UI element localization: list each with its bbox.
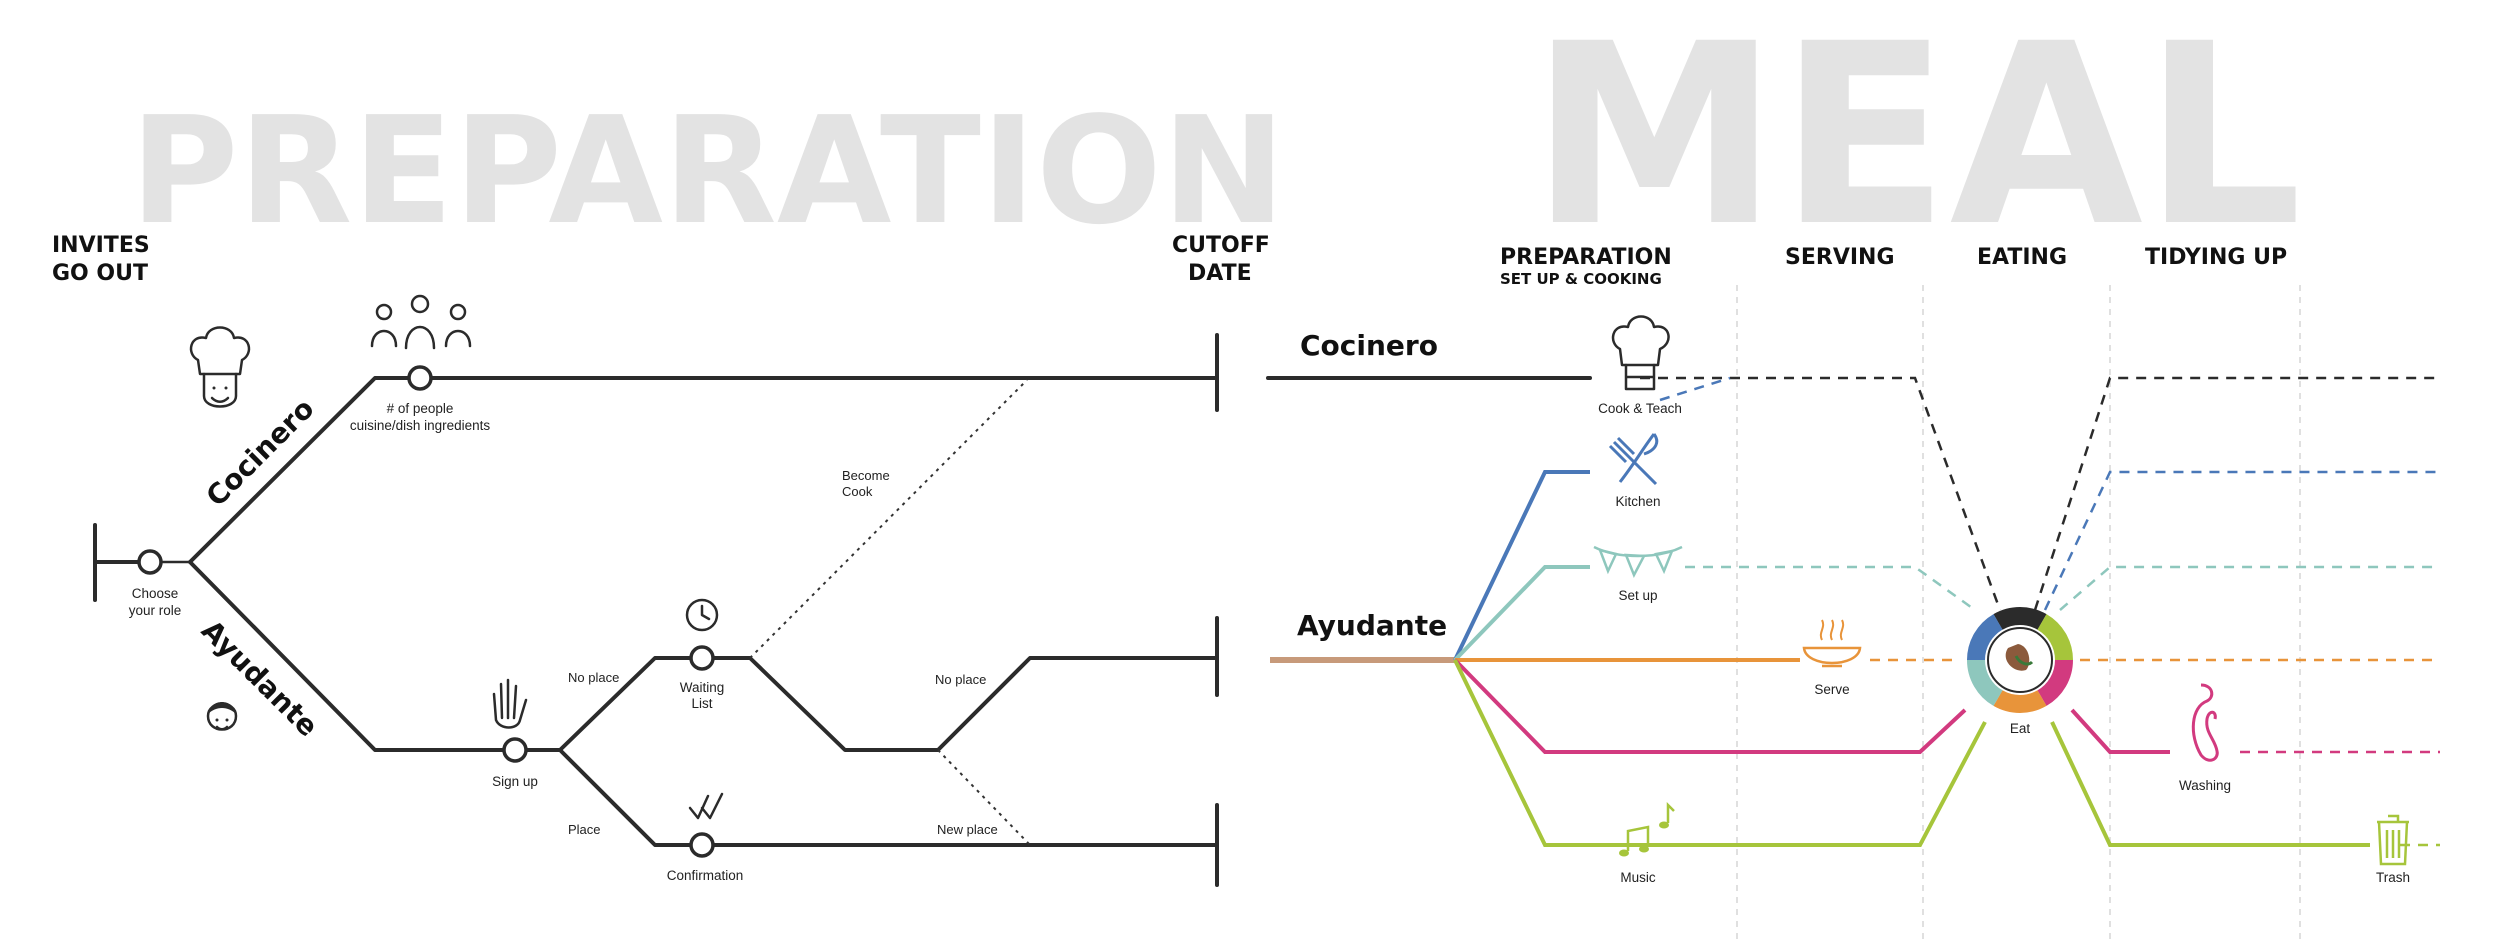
- cutoff-label-line2: DATE: [1188, 261, 1252, 286]
- become-cook-label-line2: Cook: [842, 484, 873, 499]
- cocinero-dashed-tidy: [2033, 376, 2440, 611]
- music-path: [1453, 659, 1987, 847]
- meal-flow: PREPARATION SET UP & COOKING SERVING EAT…: [1266, 245, 2440, 945]
- place-label: Place: [568, 822, 601, 837]
- place-path: [558, 748, 1219, 847]
- become-cook-label-line1: Become: [842, 468, 890, 483]
- confirmation-node: [689, 832, 715, 858]
- no-place-label-1: No place: [568, 670, 619, 685]
- confirmation-label: Confirmation: [667, 868, 744, 883]
- clock-icon: [685, 598, 719, 632]
- choose-label-line2: your role: [129, 603, 182, 618]
- meal-wheel-icon: [1967, 607, 2073, 713]
- people-label-line2: cuisine/dish ingredients: [350, 418, 491, 433]
- become-cook-path: [749, 379, 1028, 659]
- waiting-label-line1: Waiting: [680, 680, 725, 695]
- hand-icon: [492, 678, 528, 729]
- sign-up-node: [502, 737, 528, 763]
- setup-tidy-dashed: [2059, 565, 2440, 611]
- phase-preparation-sub: SET UP & COOKING: [1500, 270, 1662, 288]
- setup-to-eat-dashed: [1685, 565, 1976, 612]
- waiting-label-line2: List: [691, 696, 712, 711]
- eat-label: Eat: [2010, 721, 2031, 736]
- cutoff-label-line1: CUTOFF: [1172, 233, 1270, 258]
- kitchen-path: [1453, 470, 1590, 661]
- choose-label-line1: Choose: [132, 586, 179, 601]
- music-label: Music: [1620, 870, 1656, 885]
- kitchen-tidy-dashed: [2043, 470, 2440, 611]
- new-place-label: New place: [937, 822, 998, 837]
- washing-tidy-path: [2070, 708, 2170, 754]
- cocinero-node: [407, 365, 433, 391]
- choose-role-node: [137, 549, 163, 575]
- kitchen-to-cook-dashed: [1659, 376, 1731, 402]
- trash-can-icon: [2377, 814, 2409, 866]
- cook-teach-label: Cook & Teach: [1598, 401, 1682, 416]
- people-label-line1: # of people: [387, 401, 454, 416]
- waiting-list-node: [689, 645, 715, 671]
- no-place-label-2: No place: [935, 672, 986, 687]
- phase-serving: SERVING: [1785, 245, 1895, 270]
- role-cocinero-right: Cocinero: [1300, 329, 1438, 362]
- checkmark-icon: [688, 792, 724, 820]
- setup-path: [1453, 565, 1590, 662]
- trash-path: [2050, 721, 2370, 847]
- washing-label: Washing: [2179, 778, 2231, 793]
- cocinero-dashed-to-eat: [1640, 376, 2002, 611]
- chef-hat-icon: [189, 326, 251, 408]
- steaming-bowl-icon: [1802, 619, 1862, 668]
- banner-meal: MEAL: [1530, 0, 2302, 281]
- face-icon: [206, 702, 238, 731]
- utensils-icon: [1608, 433, 1659, 486]
- phase-preparation: PREPARATION: [1500, 245, 1672, 270]
- trash-label: Trash: [2376, 870, 2410, 885]
- serve-label: Serve: [1814, 682, 1849, 697]
- cocinero-path: [188, 376, 1219, 564]
- invites-label-line2: GO OUT: [52, 261, 148, 286]
- faucet-icon: [2191, 683, 2219, 762]
- phase-eating: EATING: [1977, 245, 2067, 270]
- chef-hat-icon: [1611, 315, 1670, 391]
- phase-tidying: TIDYING UP: [2145, 245, 2287, 270]
- music-notes-icon: [1619, 801, 1675, 857]
- role-ayudante-right: Ayudante: [1297, 609, 1447, 642]
- preparation-flow: INVITES GO OUT CUTOFF DATE Cocinero Ayud…: [52, 233, 1270, 887]
- new-place-path: [937, 749, 1031, 846]
- people-icon: [370, 294, 472, 350]
- kitchen-label: Kitchen: [1615, 494, 1660, 509]
- invites-label-line1: INVITES: [52, 233, 150, 258]
- banner-preparation: PREPARATION: [130, 85, 1286, 257]
- washing-path: [1453, 658, 1967, 754]
- bunting-icon: [1593, 545, 1683, 578]
- sign-up-label: Sign up: [492, 774, 538, 789]
- setup-label: Set up: [1618, 588, 1657, 603]
